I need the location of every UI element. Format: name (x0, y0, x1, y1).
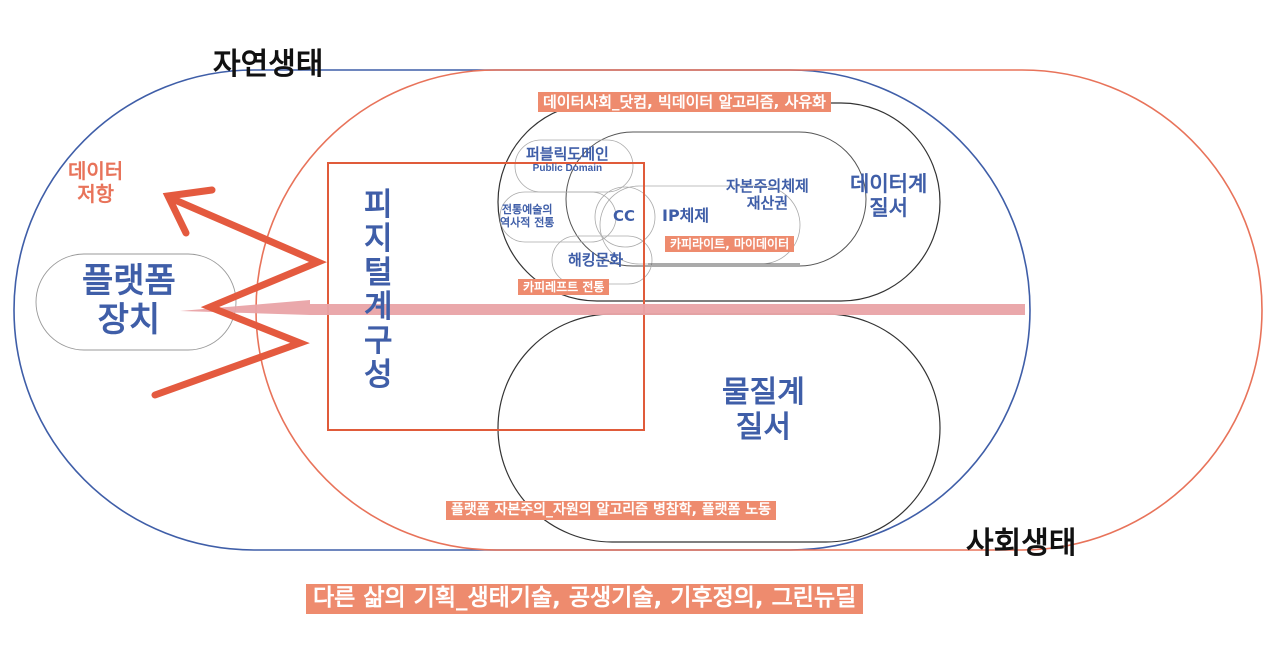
public-domain-ko: 퍼블릭도메인 (526, 145, 609, 163)
tradition-label: 전통예술의 역사적 전통 (500, 203, 555, 229)
capitalism-label: 자본주의체제 재산권 (726, 177, 809, 213)
public-domain-label: 퍼블릭도메인 Public Domain (526, 145, 609, 175)
capitalism-line-2: 재산권 (746, 194, 789, 213)
data-order-line-2: 질서 (869, 196, 908, 221)
tradition-line-1: 전통예술의 (501, 203, 553, 216)
arrow-head-icon (162, 186, 216, 237)
copyleft-tag: 카피레프트 전통 (518, 279, 610, 296)
platform-device-line-1: 플랫폼 (82, 261, 176, 301)
data-order-label: 데이터계 질서 (850, 172, 927, 220)
hacking-culture-label: 해킹문화 (568, 251, 624, 269)
copyright-tag: 카피라이트, 마이데이터 (665, 236, 795, 253)
capitalism-outline (565, 131, 867, 267)
platform-device-label: 플랫폼 장치 (82, 261, 176, 341)
cc-label: CC (613, 207, 636, 225)
digital-composition-char: 구 (364, 323, 393, 360)
cc-circle (594, 186, 656, 248)
digital-composition-char: 성 (364, 357, 393, 394)
digital-composition-char: 지 (364, 221, 393, 258)
data-society-tag: 데이터사회_닷컴, 빅데이터 알고리즘, 사유화 (538, 92, 831, 112)
data-resistance-line-2: 저항 (77, 182, 114, 206)
digital-composition-box (327, 162, 645, 431)
social-ecology-label: 사회생태 (966, 526, 1077, 561)
tradition-line-2: 역사적 전통 (500, 215, 555, 229)
capitalism-line-1: 자본주의체제 (726, 177, 809, 195)
digital-composition-label: 피 지 털 계 구 성 (364, 188, 393, 393)
data-resistance-label: 데이터 저항 (68, 160, 123, 206)
public-domain-en: Public Domain (532, 163, 603, 175)
platform-device-line-2: 장치 (97, 300, 161, 341)
digital-composition-char: 털 (364, 255, 393, 292)
material-order-line-1: 물질계 (722, 375, 805, 410)
data-resistance-line-1: 데이터 (68, 159, 124, 183)
data-order-line-1: 데이터계 (850, 172, 928, 196)
digital-composition-char: 계 (364, 289, 393, 326)
material-order-line-2: 질서 (735, 409, 791, 445)
other-life-tag: 다른 삶의 기획_생태기술, 공생기술, 기후정의, 그린뉴딜 (306, 584, 864, 614)
platform-device-pill (35, 253, 237, 351)
pink-bar (180, 300, 1025, 315)
material-order-label: 물질계 질서 (722, 375, 805, 445)
natural-ecology-label: 자연생태 (213, 47, 324, 82)
tradition-pill (499, 191, 617, 243)
platform-capitalism-tag: 플랫폼 자본주의_자원의 알고리즘 병참학, 플랫폼 노동 (446, 501, 777, 520)
zigzag-arrow (151, 196, 327, 399)
digital-composition-char: 피 (364, 187, 393, 223)
ip-system-label: IP체제 (662, 206, 710, 225)
